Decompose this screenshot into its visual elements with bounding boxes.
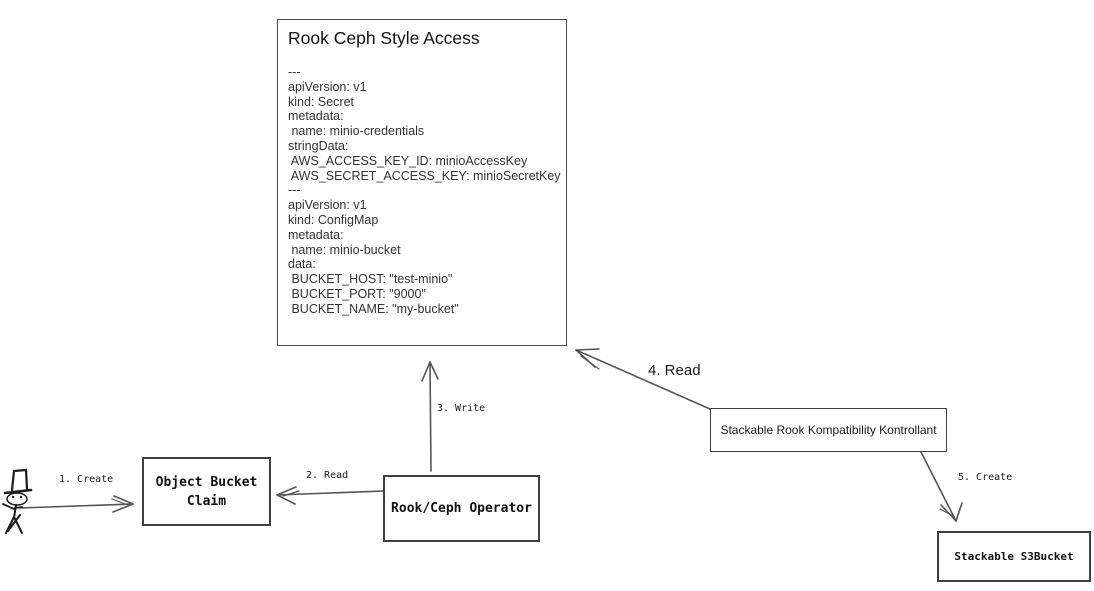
edge-label-read-2: 2. Read	[306, 470, 349, 481]
arrow-create-1	[19, 495, 134, 513]
node-label: Stackable S3Bucket	[954, 550, 1074, 563]
yaml-manifest-text: --- apiVersion: v1 kind: Secret metadata…	[288, 65, 561, 316]
node-rook-ceph-style-access: Rook Ceph Style Access --- apiVersion: v…	[277, 19, 567, 346]
edge-label-create-5: 5. Create	[958, 472, 1013, 483]
edge-label-create-1: 1. Create	[59, 474, 114, 485]
arrow-read-2	[276, 486, 384, 505]
arrow-read-4	[575, 348, 711, 410]
edge-label-read-4: 4. Read	[648, 362, 701, 379]
node-label: Rook/Ceph Operator	[391, 501, 532, 516]
node-rook-ceph-operator: Rook/Ceph Operator	[383, 475, 540, 542]
edge-label-write-3: 3. Write	[437, 403, 486, 414]
node-label: Stackable Rook Kompatibility Kontrollant	[720, 423, 937, 437]
arrow-create-5	[920, 451, 963, 522]
node-stackable-s3bucket: Stackable S3Bucket	[937, 531, 1091, 582]
user-stick-figure-icon	[2, 468, 33, 534]
node-stackable-rook-kompatibility-kontrollant: Stackable Rook Kompatibility Kontrollant	[710, 408, 947, 452]
node-label: Object Bucket Claim	[155, 474, 258, 509]
node-object-bucket-claim: Object Bucket Claim	[142, 457, 271, 526]
arrow-write-3	[421, 361, 439, 472]
node-title: Rook Ceph Style Access	[288, 28, 480, 48]
